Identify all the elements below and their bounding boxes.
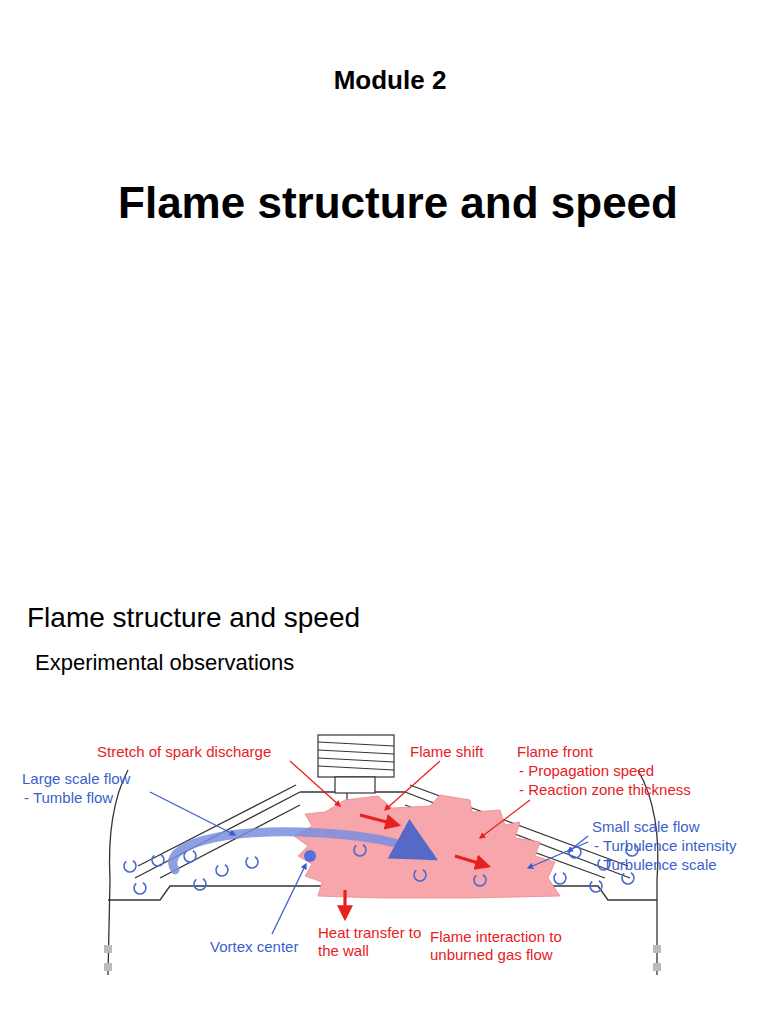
small-scale-swirls: [124, 845, 638, 894]
swirl-mark: [152, 855, 164, 866]
swirl-mark: [194, 879, 206, 890]
tumble-flow-arrow: [173, 832, 430, 870]
callout-label: - Propagation speed: [519, 762, 654, 779]
blue-leaders: [150, 792, 588, 934]
callout-label: unburned gas flow: [430, 946, 553, 963]
callout-label: Flame shift: [410, 743, 483, 760]
vortex-center-dot: [304, 850, 316, 862]
liner-marks: [104, 945, 661, 971]
callout-label: - Turbulence intensity: [594, 837, 737, 854]
callout-label: Flame interaction to: [430, 928, 562, 945]
swirl-mark: [246, 857, 258, 868]
swirl-mark: [554, 873, 566, 884]
cylinder-outline: [108, 770, 658, 975]
section-heading: Flame structure and speed: [27, 602, 360, 634]
swirl-mark: [622, 873, 634, 884]
callout-label: Flame front: [517, 743, 593, 760]
callout-label: Heat transfer to: [318, 924, 421, 941]
swirl-mark: [216, 865, 228, 876]
sub-heading: Experimental observations: [35, 650, 294, 675]
callout-label: - Tumble flow: [24, 789, 113, 806]
swirl-mark: [590, 881, 602, 892]
red-arrows: [345, 815, 488, 918]
swirl-mark: [474, 875, 486, 886]
callout-label: Stretch of spark discharge: [97, 743, 271, 760]
callout-label: Vortex center: [210, 938, 298, 955]
module-number: Module 2: [334, 66, 447, 96]
swirl-mark: [569, 847, 581, 858]
callout-label: Large scale flow: [22, 770, 130, 787]
swirl-mark: [124, 861, 136, 872]
callout-label: - Reaction zone thickness: [519, 781, 691, 798]
swirl-mark: [134, 883, 146, 894]
red-leaders: [290, 761, 530, 838]
slide-title: Flame structure and speed: [118, 178, 678, 229]
swirl-mark: [354, 845, 366, 856]
callout-label: the wall: [318, 942, 369, 959]
flame-region: [294, 795, 560, 898]
swirl-mark: [184, 851, 196, 862]
swirl-mark: [414, 870, 426, 881]
callout-label: - Turbulence scale: [594, 856, 717, 873]
callout-label: Small scale flow: [592, 818, 700, 835]
